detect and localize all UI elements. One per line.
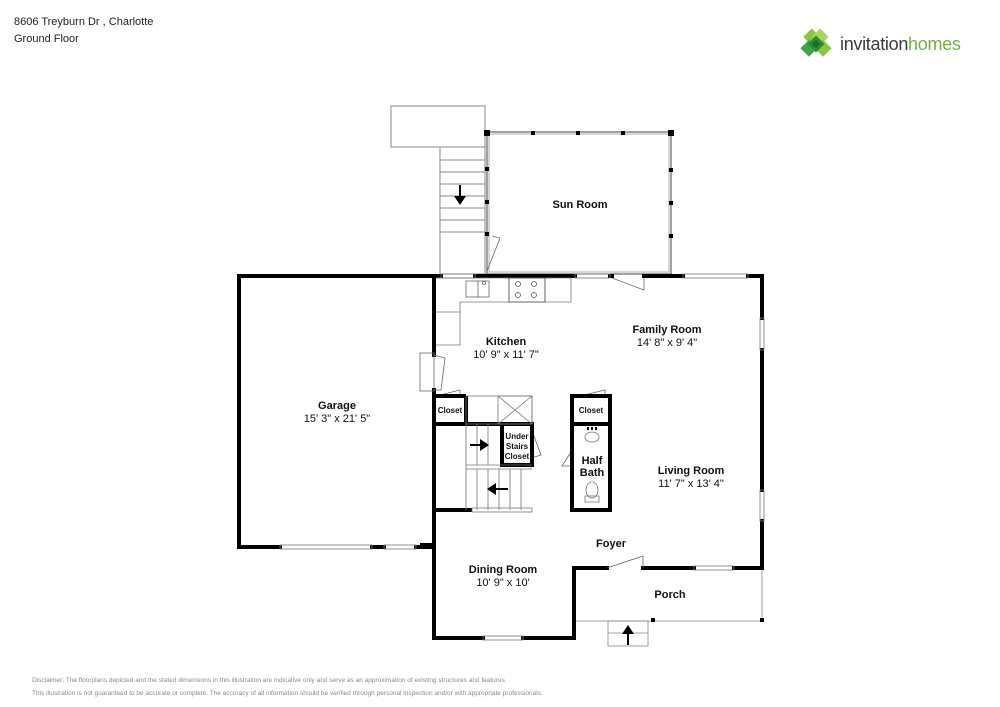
logo-word-homes: homes [908, 33, 961, 54]
exterior-stairs [439, 146, 486, 275]
room-foyer: Foyer [596, 538, 626, 550]
room-living-room: Living Room 11' 7" x 13' 4" [657, 465, 725, 490]
room-porch: Porch [654, 589, 686, 601]
bath-fixtures [584, 431, 600, 503]
toilet-icon [585, 481, 599, 499]
clover-logo-icon [800, 28, 832, 57]
room-closet-left: Closet [437, 406, 463, 415]
room-garage: Garage 15' 3" x 21' 5" [303, 400, 371, 425]
room-family-room: Family Room 14' 8" x 9' 4" [632, 324, 702, 349]
deck-landing [390, 105, 486, 148]
room-half-bath: Half Bath [579, 455, 605, 479]
room-under-stairs-closet: Under Stairs Closet [504, 432, 530, 461]
kitchen-counters [436, 277, 572, 346]
porch-outline [576, 570, 763, 647]
stairs-left-arrow-icon [487, 483, 508, 495]
disclaimer: Disclaimer: The floorplans depicted and … [32, 677, 543, 697]
stairs-right-arrow-icon [470, 439, 489, 451]
sink-icon [584, 431, 600, 443]
room-closet-right: Closet [578, 406, 604, 415]
windows [279, 273, 765, 641]
room-dining-room: Dining Room 10' 9" x 10' [468, 564, 538, 589]
room-sun-room: Sun Room [552, 199, 608, 211]
room-kitchen: Kitchen 10' 9" x 11' 7" [473, 336, 539, 361]
logo-text: invitationhomes [840, 34, 961, 55]
stove-icon [508, 277, 546, 303]
header: 8606 Treyburn Dr , Charlotte Ground Floo… [14, 14, 153, 48]
floor-name: Ground Floor [14, 33, 79, 45]
stairs-down-arrow-icon [454, 185, 466, 205]
sink-icon [465, 280, 490, 298]
entry-up-arrow-icon [622, 625, 634, 645]
exterior-walls [237, 274, 764, 640]
address: 8606 Treyburn Dr , Charlotte [14, 16, 154, 28]
logo-word-invitation: invitation [840, 33, 909, 54]
brand-logo: invitationhomes [798, 26, 961, 62]
